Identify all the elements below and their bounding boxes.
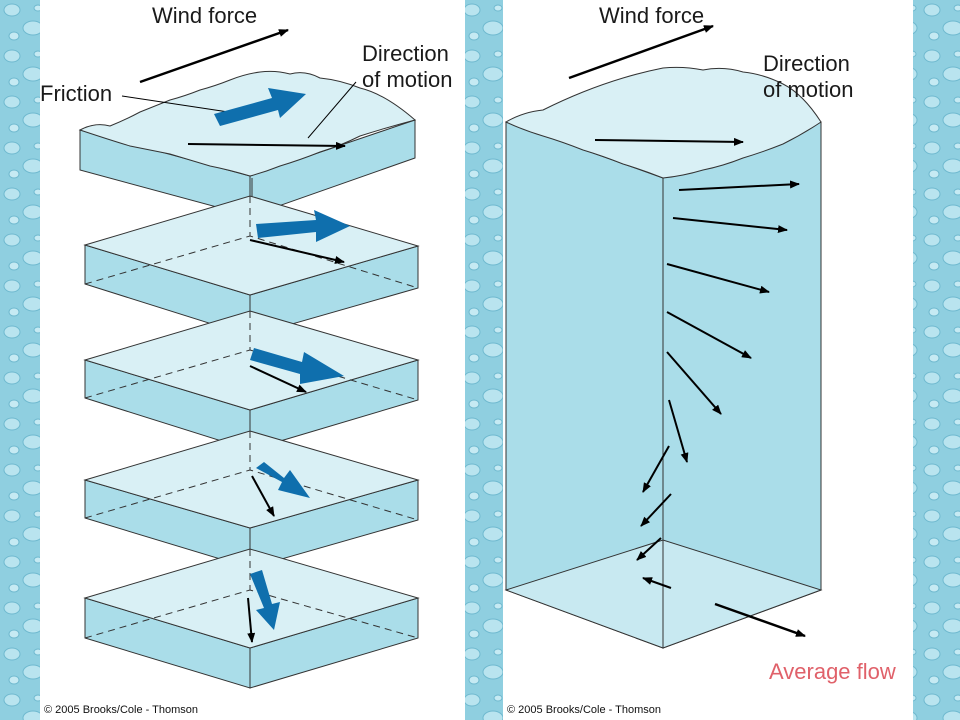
slab-2 <box>83 195 420 337</box>
surface-black-arrow <box>187 141 346 150</box>
surface-slab <box>78 70 417 217</box>
direction-leader-line <box>307 81 357 139</box>
column-wavy-surface <box>504 66 822 179</box>
average-flow-arrow <box>714 602 806 638</box>
direction-label-right-line1: Direction <box>763 51 850 76</box>
wind-force-arrow <box>139 28 289 84</box>
copyright-left: © 2005 Brooks/Cole - Thomson <box>44 704 199 716</box>
friction-leader-line <box>121 95 236 114</box>
spiral-arrow-9 <box>636 537 662 561</box>
direction-label-line1: Direction <box>362 41 449 66</box>
water-column-diagram <box>504 24 823 649</box>
layer4-blue-arrow <box>256 462 310 498</box>
layered-slabs-diagram <box>78 28 420 689</box>
layer2-black-arrow <box>249 239 345 264</box>
slab-5 <box>83 548 420 689</box>
layer4-black-arrow <box>251 475 275 517</box>
direction-label-right-line2: of motion <box>763 77 854 102</box>
wind-force-label-right: Wind force <box>599 3 705 28</box>
wind-force-label: Wind force <box>152 3 258 28</box>
right-panel-water-column: Wind force Direction of motion Average f… <box>503 0 913 720</box>
spiral-arrow-8 <box>640 493 672 527</box>
layer5-black-arrow <box>247 597 256 643</box>
spiral-arrow-2 <box>672 217 788 234</box>
average-flow-label: Average flow <box>769 659 896 684</box>
spiral-arrow-5 <box>666 351 722 415</box>
spiral-arrow-7 <box>642 445 670 493</box>
friction-label: Friction <box>40 81 113 106</box>
slab-4 <box>83 430 420 569</box>
layer2-blue-arrow <box>256 210 350 242</box>
spiral-arrow-3 <box>666 263 770 294</box>
surface-blue-arrow <box>214 88 306 126</box>
layer3-blue-arrow <box>250 348 344 384</box>
spiral-arrow-4 <box>666 311 752 359</box>
layer3-black-arrow <box>249 365 307 393</box>
wind-force-arrow-right <box>568 24 714 80</box>
layer5-blue-arrow <box>250 570 280 630</box>
spiral-arrow-10 <box>642 577 672 589</box>
spiral-arrow-6 <box>668 399 689 463</box>
slab-3 <box>83 310 420 451</box>
copyright-right: © 2005 Brooks/Cole - Thomson <box>507 704 662 716</box>
surface-arrow-right <box>594 137 744 146</box>
left-panel-layered-slabs: Wind force Friction Direction of motion … <box>40 0 465 720</box>
direction-label-line2: of motion <box>362 67 453 92</box>
spiral-arrow-1 <box>678 180 800 191</box>
